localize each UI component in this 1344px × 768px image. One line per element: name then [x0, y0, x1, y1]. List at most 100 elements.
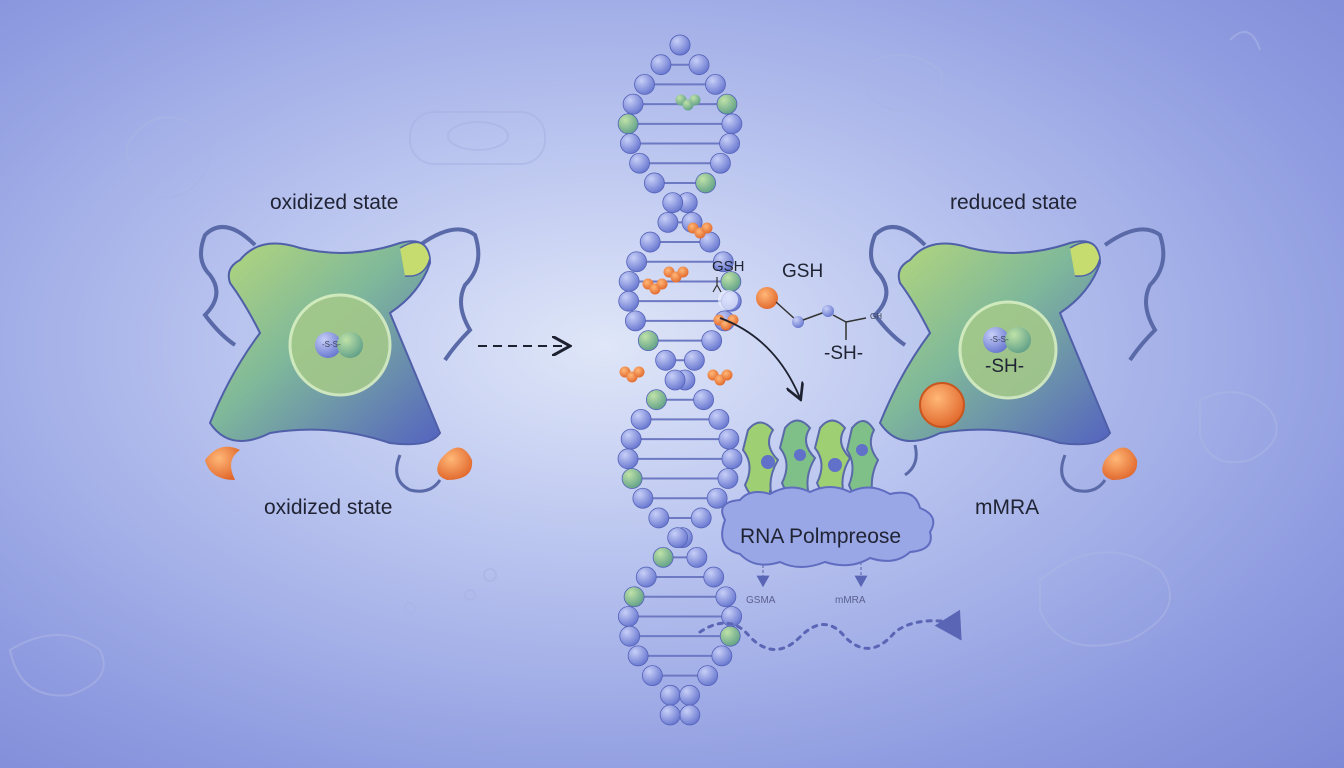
background-cell-sketches: [8, 31, 1278, 697]
right-bond-atom-b: [1005, 327, 1031, 353]
dna-nucleotide: [625, 310, 646, 332]
dna-nucleotide: [721, 448, 743, 470]
left-protein-lobe: [399, 241, 431, 277]
dna-nucleotide: [617, 448, 639, 470]
left-bond-atom-b: [337, 332, 363, 358]
right-bottom-label: mMRA: [975, 496, 1040, 519]
dna-nucleotide: [721, 113, 743, 135]
left-protein-tail: [199, 225, 257, 347]
mrna-transcript: [698, 609, 962, 651]
gsh-curved-arrow: [719, 317, 800, 398]
right-protein-pocket: [958, 300, 1058, 400]
dna-nucleotide: [618, 271, 640, 292]
left-orange-blob-a: [205, 446, 240, 480]
dna-nucleotide: [620, 133, 641, 154]
dna-nucleotide: [701, 330, 723, 351]
dna-orange-cluster: [633, 366, 645, 378]
left-bottom-state-label: oxidized state: [264, 496, 393, 519]
dna-nucleotide: [688, 54, 710, 76]
dna-nucleotide: [717, 468, 739, 489]
dna-nucleotide: [652, 546, 674, 568]
left-protein: [199, 225, 481, 493]
dna-nucleotide: [623, 586, 645, 608]
dna-orange-cluster: [721, 369, 733, 381]
gsh-atom-a: [792, 316, 804, 328]
dna-nucleotide: [617, 113, 639, 135]
sh-label: -SH-: [824, 343, 864, 364]
dna-nucleotide: [712, 251, 734, 273]
right-protein-tail-right: [1103, 227, 1166, 362]
dna-nucleotide: [679, 704, 701, 726]
right-sh-label: -SH-: [985, 356, 1025, 377]
dna-nucleotide: [693, 389, 714, 411]
dna-nucleotide: [711, 645, 733, 667]
dna-nucleotide: [719, 133, 740, 154]
polymerase-label: RNA Polmpreose: [740, 525, 902, 548]
dna-nucleotide: [667, 527, 689, 549]
right-protein: [869, 225, 1166, 493]
dna-nucleotide: [632, 487, 654, 509]
dna-nucleotide: [622, 93, 644, 115]
dna-nucleotide: [705, 74, 726, 95]
dna-nucleotide: [690, 507, 712, 529]
left-protein-tail-right: [418, 227, 481, 362]
dna-nucleotide: [627, 645, 649, 667]
polymerase-subunits: [741, 419, 880, 510]
left-bond-atom-a: [315, 332, 341, 358]
polymerase-cloud: [721, 486, 935, 568]
dna-nucleotide: [695, 172, 717, 194]
dna-nucleotide: [629, 152, 650, 174]
dna-nucleotide: [660, 684, 681, 706]
dna-nucleotide: [617, 606, 639, 627]
right-bond-atom-a: [983, 327, 1009, 353]
right-top-state-label: reduced state: [950, 191, 1078, 214]
dna-nucleotide: [716, 93, 738, 115]
right-orange-blob: [1102, 447, 1138, 480]
gsh-atom-b: [822, 305, 834, 317]
gsh-translucent-atom: [718, 290, 738, 310]
dna-nucleotide: [718, 428, 740, 450]
dna-nucleotide: [635, 566, 657, 588]
right-protein-loop: [1060, 454, 1107, 493]
dna-nucleotide: [641, 665, 663, 686]
dna-nucleotide: [697, 665, 719, 686]
gh-tiny-label: GH: [870, 312, 882, 321]
dna-nucleotide: [621, 468, 643, 489]
dna-nucleotide: [662, 192, 684, 214]
right-protein-tail: [869, 225, 927, 347]
dna-nucleotide: [620, 428, 642, 450]
dna-nucleotide: [626, 251, 648, 273]
left-top-state-label: oxidized state: [270, 191, 399, 214]
dna-nucleotide: [679, 684, 700, 706]
dna-nucleotide: [643, 172, 665, 194]
dna-nucleotide: [683, 349, 705, 371]
dna-nucleotide: [618, 290, 640, 312]
dna-nucleotide: [619, 625, 641, 647]
dna-helix: [617, 34, 743, 726]
right-bond-label: -S-S-: [990, 335, 1009, 344]
dna-nucleotide: [639, 231, 661, 253]
dna-orange-cluster: [656, 278, 668, 290]
dna-nucleotide: [634, 74, 655, 95]
dna-orange-cluster: [677, 266, 689, 278]
right-protein-lobe: [1069, 241, 1101, 277]
output-left-label: GSMA: [746, 595, 776, 606]
gsh-large-label: GSH: [782, 261, 824, 282]
dna-nucleotide: [650, 54, 672, 76]
dna-nucleotide: [630, 409, 652, 430]
dna-nucleotide: [710, 152, 731, 174]
dna-nucleotide: [637, 330, 659, 351]
right-orange-sphere: [919, 382, 965, 428]
output-right-label: mMRA: [835, 595, 866, 606]
gsh-orange-atom: [756, 287, 778, 309]
left-orange-blob-b: [437, 447, 473, 480]
right-protein-hook: [904, 444, 918, 477]
dna-green-cluster: [689, 94, 701, 106]
dna-nucleotide: [703, 566, 725, 588]
dna-nucleotide: [719, 625, 741, 647]
left-protein-loop: [395, 454, 442, 493]
gsh-small-branch: [712, 277, 722, 293]
dna-orange-cluster: [701, 222, 713, 234]
gsh-molecule: [712, 277, 867, 398]
